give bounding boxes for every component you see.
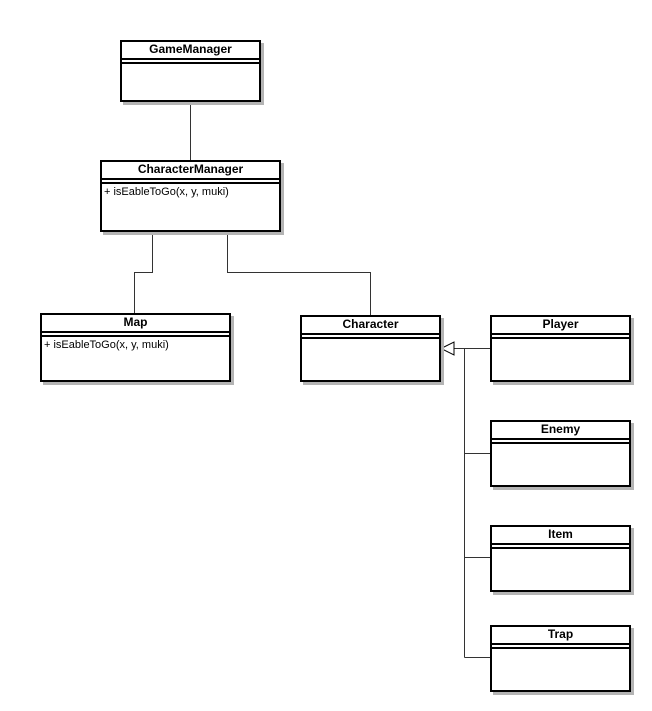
class-name: Enemy xyxy=(492,422,629,440)
operations-compartment xyxy=(492,549,629,551)
attributes-compartment xyxy=(492,335,629,339)
class-character[interactable]: Character xyxy=(300,315,441,382)
attributes-compartment xyxy=(102,180,279,184)
class-name: Item xyxy=(492,527,629,545)
class-name: CharacterManager xyxy=(102,162,279,180)
attributes-compartment xyxy=(492,545,629,549)
class-charactermanager[interactable]: CharacterManager + isEableToGo(x, y, muk… xyxy=(100,160,281,232)
attributes-compartment xyxy=(492,645,629,649)
class-name: Trap xyxy=(492,627,629,645)
association-charactermanager-map xyxy=(134,231,153,314)
class-name: Player xyxy=(492,317,629,335)
class-name: Map xyxy=(42,315,229,333)
class-map[interactable]: Map + isEableToGo(x, y, muki) xyxy=(40,313,231,382)
attributes-compartment xyxy=(42,333,229,337)
operations-compartment xyxy=(492,649,629,651)
inheritance-arrowhead-icon xyxy=(439,341,455,356)
operation: + isEableToGo(x, y, muki) xyxy=(104,186,229,198)
attributes-compartment xyxy=(302,335,439,339)
class-enemy[interactable]: Enemy xyxy=(490,420,631,487)
operations-compartment xyxy=(492,339,629,341)
operations-compartment xyxy=(492,444,629,446)
class-player[interactable]: Player xyxy=(490,315,631,382)
operations-compartment: + isEableToGo(x, y, muki) xyxy=(42,337,229,352)
operation: + isEableToGo(x, y, muki) xyxy=(44,339,169,351)
operations-compartment xyxy=(302,339,439,341)
operations-compartment xyxy=(122,64,259,66)
attributes-compartment xyxy=(492,440,629,444)
attributes-compartment xyxy=(122,60,259,64)
class-trap[interactable]: Trap xyxy=(490,625,631,692)
class-name: Character xyxy=(302,317,439,335)
class-item[interactable]: Item xyxy=(490,525,631,592)
class-name: GameManager xyxy=(122,42,259,60)
class-gamemanager[interactable]: GameManager xyxy=(120,40,261,102)
operations-compartment: + isEableToGo(x, y, muki) xyxy=(102,184,279,199)
association-charactermanager-character xyxy=(227,231,371,315)
